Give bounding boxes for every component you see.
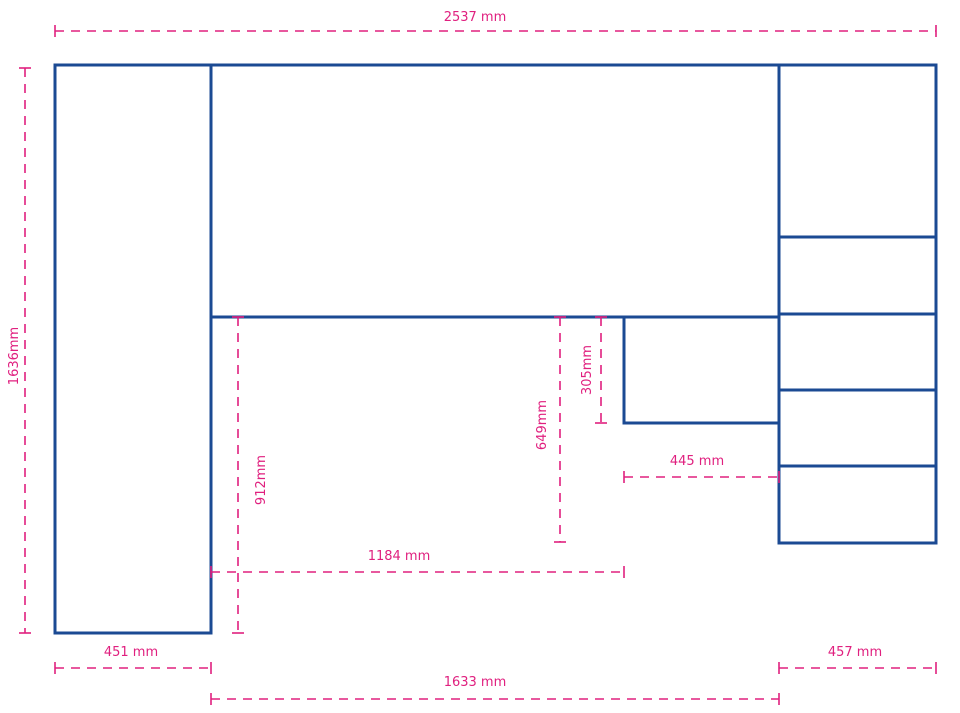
furniture-outline <box>53 63 938 635</box>
label-middle-span-width: 1633 mm <box>444 675 507 690</box>
label-desk-opening-width: 1184 mm <box>368 549 431 564</box>
dim-overall-width: 2537 mm <box>54 10 937 37</box>
label-small-cabinet-height: 305mm <box>580 345 595 395</box>
dim-overall-height: 1636mm <box>7 67 31 634</box>
dim-small-cabinet-height: 305mm <box>580 316 607 424</box>
dim-desk-opening-width: 1184 mm <box>210 549 625 578</box>
dim-middle-span-width: 1633 mm <box>210 675 780 705</box>
dim-desk-opening-height: 912mm <box>232 316 269 634</box>
dim-left-tower-width: 451 mm <box>54 645 212 674</box>
dimension-lines: 2537 mm 1636mm 451 mm 1633 mm <box>7 10 937 705</box>
top-cabinet <box>209 63 781 319</box>
label-right-tower-width: 457 mm <box>828 645 882 660</box>
dim-small-cabinet-width: 445 mm <box>623 454 780 483</box>
right-tower <box>777 63 938 545</box>
label-desk-opening-height: 912mm <box>254 455 269 505</box>
small-hanging-cabinet <box>622 315 781 425</box>
dim-right-tower-width: 457 mm <box>778 645 937 674</box>
label-inner-gap-height: 649mm <box>535 400 550 450</box>
label-overall-height: 1636mm <box>7 327 22 385</box>
dim-inner-gap-height: 649mm <box>535 316 566 543</box>
label-small-cabinet-width: 445 mm <box>670 454 724 469</box>
label-left-tower-width: 451 mm <box>104 645 158 660</box>
left-tower <box>53 63 213 635</box>
label-overall-width: 2537 mm <box>444 10 507 25</box>
